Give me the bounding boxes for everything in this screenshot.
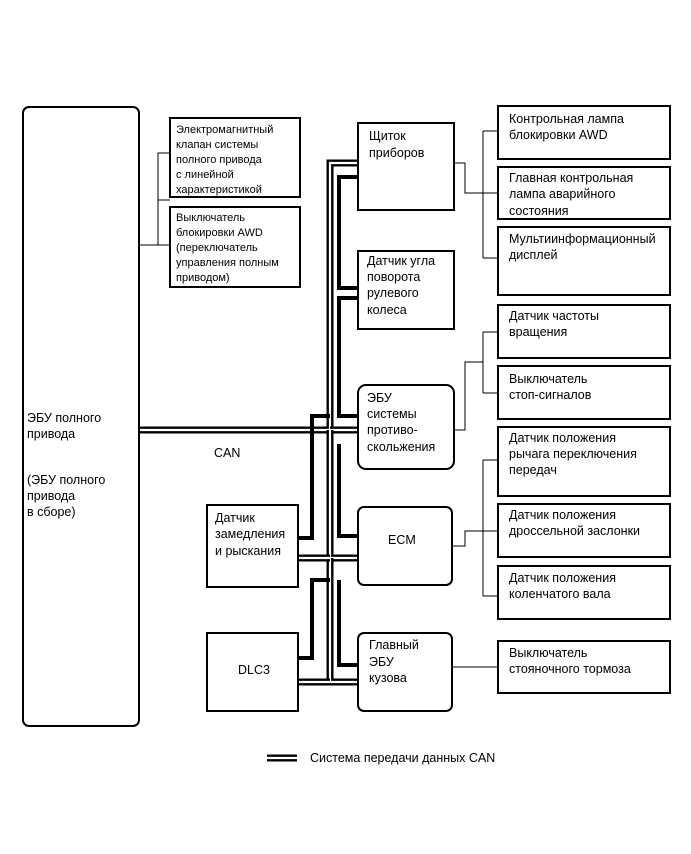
speed-sensor-label: Датчик частоты вращения (509, 309, 602, 339)
awd-ecu-sublabel: (ЭБУ полного привода в сборе) (27, 473, 109, 519)
yaw-rate-sensor-box: Датчик замедления и рыскания (206, 504, 299, 588)
meter-label: Щиток приборов (369, 129, 425, 160)
shift-lever-sensor-label: Датчик положения рычага переключения пер… (509, 431, 640, 477)
can-bus-solid (298, 175, 358, 667)
awd-ecu-label: ЭБУ полного привода (27, 411, 105, 441)
awd-solenoid-box: Электромагнитный клапан системы полного … (169, 117, 301, 198)
connector-lines (140, 130, 498, 668)
awd-solenoid-label: Электромагнитный клапан системы полного … (176, 124, 276, 196)
throttle-position-sensor-box: Датчик положения дроссельной заслонки (497, 503, 671, 558)
yaw-rate-sensor-label: Датчик замедления и рыскания (215, 511, 289, 558)
steering-sensor-label: Датчик угла поворота рулевого колеса (367, 254, 439, 317)
dlc3-label: DLC3 (238, 663, 270, 677)
speed-sensor-box: Датчик частоты вращения (497, 304, 671, 359)
multi-info-display-label: Мультиинформационный дисплей (509, 232, 659, 262)
steering-sensor-box: Датчик угла поворота рулевого колеса (357, 250, 455, 330)
can-bus-double (138, 159, 358, 686)
throttle-position-sensor-label: Датчик положения дроссельной заслонки (509, 508, 640, 538)
stop-lamp-switch-box: Выключатель стоп-сигналов (497, 365, 671, 420)
crankshaft-position-sensor-label: Датчик положения коленчатого вала (509, 571, 619, 601)
legend: Система передачи данных CAN (267, 751, 495, 765)
legend-label: Система передачи данных CAN (310, 751, 495, 765)
ecm-label: ECM (388, 533, 416, 547)
main-body-ecu-box: Главный ЭБУ кузова (357, 632, 453, 712)
stop-lamp-switch-label: Выключатель стоп-сигналов (509, 372, 592, 402)
parking-brake-switch-box: Выключатель стояночного тормоза (497, 640, 671, 694)
master-warning-lamp-box: Главная контрольная лампа аварийного сос… (497, 166, 671, 220)
skid-control-ecu-label: ЭБУ системы противо- скольжения (367, 391, 435, 454)
master-warning-lamp-label: Главная контрольная лампа аварийного сос… (509, 171, 637, 218)
awd-lock-lamp-label: Контрольная лампа блокировки AWD (509, 112, 627, 142)
dlc3-box: DLC3 (206, 632, 299, 712)
can-bus (138, 159, 358, 686)
skid-control-ecu-box: ЭБУ системы противо- скольжения (357, 384, 455, 470)
main-body-ecu-label: Главный ЭБУ кузова (369, 638, 422, 685)
awd-lock-lamp-box: Контрольная лампа блокировки AWD (497, 105, 671, 160)
can-label: CAN (214, 446, 240, 460)
awd-ecu-box: ЭБУ полного привода (ЭБУ полного привода… (22, 106, 140, 727)
parking-brake-switch-label: Выключатель стояночного тормоза (509, 646, 631, 676)
meter-box: Щиток приборов (357, 122, 455, 211)
shift-lever-sensor-box: Датчик положения рычага переключения пер… (497, 426, 671, 497)
multi-info-display-box: Мультиинформационный дисплей (497, 226, 671, 296)
crankshaft-position-sensor-box: Датчик положения коленчатого вала (497, 565, 671, 620)
awd-lock-switch-label: Выключатель блокировки AWD (переключател… (176, 212, 282, 284)
awd-lock-switch-box: Выключатель блокировки AWD (переключател… (169, 206, 301, 288)
ecm-box: ECM (357, 506, 453, 586)
